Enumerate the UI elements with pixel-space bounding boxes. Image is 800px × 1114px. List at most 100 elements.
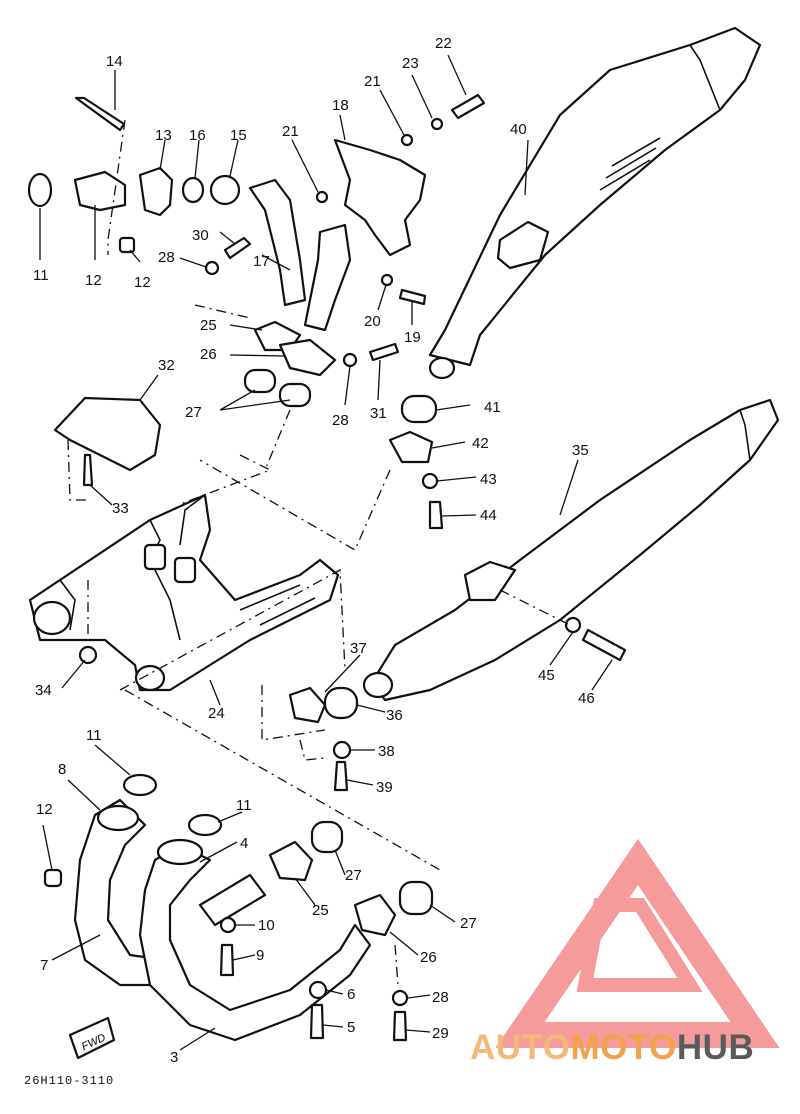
bolt-44 (428, 500, 444, 530)
gasket-16 (181, 176, 205, 204)
exhaust-pipe-7 (73, 798, 167, 987)
exhaust-collector (28, 493, 340, 692)
washer-38 (332, 740, 352, 760)
bolt-22 (450, 93, 486, 120)
drawing-code: 26H110-3110 (24, 1074, 115, 1088)
bolt-29 (392, 1010, 408, 1042)
callout-30: 30 (192, 227, 209, 244)
watermark-wordmark: AUTOMOTOHUB (470, 1026, 754, 1070)
callout-46: 46 (578, 690, 595, 707)
nut-12-upper (118, 236, 136, 254)
callout-31: 31 (370, 405, 387, 422)
sleeve-41 (400, 394, 438, 424)
clamp-26-lower (353, 893, 397, 937)
callout-9: 9 (256, 947, 264, 964)
bolt-31 (368, 342, 400, 362)
sleeve-27-c (310, 820, 344, 854)
callout-28: 28 (158, 249, 175, 266)
washer-45 (564, 616, 582, 634)
callout-27: 27 (185, 404, 202, 421)
wordmark-part2: MOTO (570, 1028, 677, 1067)
callout-4: 4 (240, 835, 248, 852)
callout-44: 44 (480, 507, 497, 524)
callout-11-2: 11 (86, 727, 102, 744)
callout-23: 23 (402, 55, 419, 72)
callout-22: 22 (435, 35, 452, 52)
bolt-46 (581, 628, 627, 662)
callout-12: 12 (85, 272, 102, 289)
washer-20 (380, 273, 394, 287)
nut-10 (219, 916, 237, 934)
clamp-25-lower (268, 840, 314, 882)
callout-7: 7 (40, 957, 48, 974)
wordmark-part3: HUB (676, 1028, 755, 1067)
washer-28-upper (204, 260, 220, 276)
sleeve-27-a (243, 368, 277, 394)
fwd-arrow: FWD (68, 1016, 116, 1060)
callout-27-2: 27 (345, 867, 362, 884)
callout-28-3: 28 (432, 989, 449, 1006)
assembly-lines (67, 119, 571, 986)
callout-21-2: 21 (282, 123, 299, 140)
bolt-30 (223, 236, 252, 260)
collector-bracket (53, 396, 162, 472)
callout-34: 34 (35, 682, 52, 699)
callout-25-2: 25 (312, 902, 329, 919)
callout-35: 35 (572, 442, 589, 459)
callout-19: 19 (404, 329, 421, 346)
bolt-33 (82, 453, 94, 487)
joint-pipe-17 (248, 178, 352, 332)
callout-8: 8 (58, 761, 66, 778)
gasket-11-lower-a (122, 773, 158, 797)
callout-3: 3 (170, 1049, 178, 1066)
bolt-19 (398, 288, 427, 306)
flange-12-upper (73, 170, 127, 212)
sleeve-27-b (278, 382, 312, 408)
leader-lines (39, 54, 613, 1051)
callout-38: 38 (378, 743, 395, 760)
callout-32: 32 (158, 357, 175, 374)
bracket-18 (333, 138, 427, 257)
bolt-5 (309, 1003, 325, 1040)
callout-41: 41 (484, 399, 501, 416)
callout-24: 24 (208, 705, 225, 722)
callout-11: 11 (33, 267, 49, 284)
callout-42: 42 (472, 435, 489, 452)
clamp-26-upper (278, 338, 337, 377)
sleeve-36 (323, 686, 359, 720)
callout-18: 18 (332, 97, 349, 114)
wordmark-part1: AUTO (470, 1028, 571, 1067)
callout-26: 26 (200, 346, 217, 363)
clamp-37 (288, 686, 327, 724)
bolt-9 (219, 943, 235, 977)
callout-37: 37 (350, 640, 367, 657)
callout-13: 13 (155, 127, 172, 144)
nut-12-lower (43, 868, 63, 888)
callout-27-3: 27 (460, 915, 477, 932)
callout-15: 15 (230, 127, 247, 144)
bolt-39 (333, 760, 349, 792)
washer-21-a (400, 133, 414, 147)
exhaust-pipe-3 (138, 838, 372, 1042)
muffler-upper (428, 26, 762, 380)
washer-23 (430, 117, 444, 131)
clamp-42 (388, 430, 434, 464)
callout-39: 39 (376, 779, 393, 796)
callout-26-2: 26 (420, 949, 437, 966)
callout-36: 36 (386, 707, 403, 724)
watermark-logo-mark (495, 838, 780, 1048)
callout-40: 40 (510, 121, 527, 138)
callout-45: 45 (538, 667, 555, 684)
muffler-lower (362, 398, 780, 702)
washer-28-lower (391, 989, 409, 1007)
washer-21-b (315, 190, 329, 204)
callout-5: 5 (347, 1019, 355, 1036)
nut-6 (308, 980, 328, 1000)
clamp-13 (138, 166, 174, 217)
bolt-14 (74, 96, 126, 132)
gasket-11-lower-b (187, 813, 223, 837)
washer-28-mid (342, 352, 358, 368)
nut-34 (78, 645, 98, 665)
callout-33: 33 (112, 500, 129, 517)
